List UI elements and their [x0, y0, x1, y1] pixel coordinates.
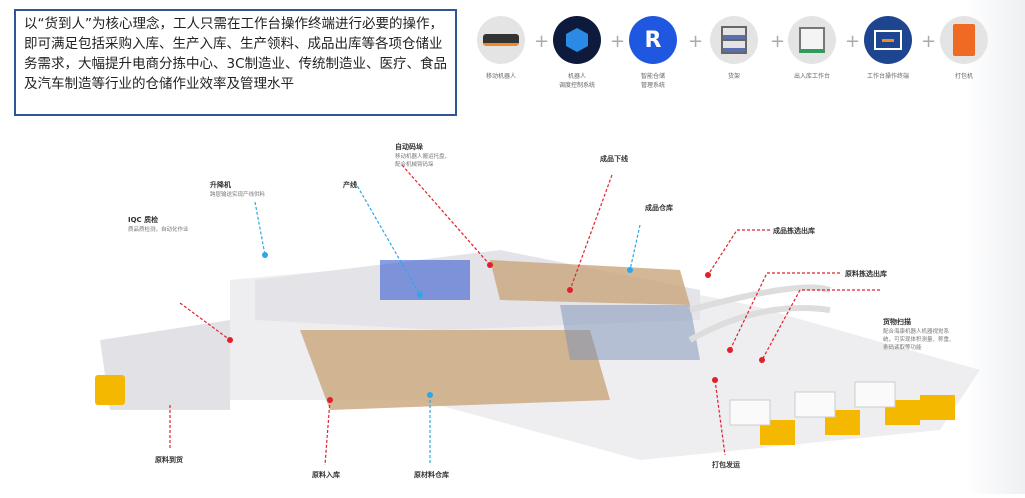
product-mobile-robot: 移动机器人	[474, 16, 528, 81]
callout-fin-down-title: 成品下线	[600, 155, 628, 163]
truck	[920, 395, 955, 420]
callout-lift-desc: 跨层输送实现产线供料	[210, 192, 266, 198]
sorting-area	[560, 305, 700, 360]
callout-dots	[227, 252, 765, 403]
conveyor	[688, 284, 831, 343]
callout-scan-title: 货物扫描	[883, 318, 911, 326]
finished-goods-racks	[490, 260, 690, 305]
product-packer: 打包机	[937, 16, 991, 81]
r-logo-icon: R	[629, 16, 677, 64]
warehouse-illustration: IQC 质检 质品质检测，自动化作业 升降机 跨层输送实现产线供料 产线 自动码…	[0, 130, 1025, 494]
plus-icon: +	[770, 31, 786, 52]
product-terminal: 工作台操作终端	[861, 16, 915, 81]
shelf-icon	[710, 16, 758, 64]
plus-icon: +	[845, 31, 861, 52]
truck	[95, 375, 125, 405]
workstation-icon	[788, 16, 836, 64]
shield-icon	[553, 16, 601, 64]
callout-scan-desc: 配合海康机器人机器视觉系 统，可实现体积测量、称重、 条码读取等功能	[883, 329, 955, 351]
product-workstation: 出入库工作台	[785, 16, 839, 81]
intro-text: 以“货到人”为核心理念，工人只需在工作台操作终端进行必要的操作，即可满足包括采购…	[14, 9, 457, 116]
callout-ship-title: 打包发运	[712, 461, 740, 469]
background-panel	[965, 0, 1025, 494]
production-line	[380, 260, 470, 300]
robot-icon	[477, 16, 525, 64]
truck-body	[729, 399, 771, 426]
callout-raw-in-title: 原料入库	[312, 471, 340, 479]
warehouse-diagram	[95, 164, 980, 466]
truck-body	[794, 391, 836, 418]
callout-fin-out-title: 成品拣选出库	[773, 227, 815, 235]
callout-lift-title: 升降机	[210, 181, 231, 189]
raw-material-racks	[300, 330, 610, 410]
device-icon	[940, 16, 988, 64]
plus-icon: +	[534, 31, 550, 52]
truck-body	[854, 381, 896, 408]
product-shelf: 货架	[707, 16, 761, 81]
plus-icon: +	[610, 31, 626, 52]
callout-lines	[169, 164, 880, 466]
plus-icon: +	[688, 31, 704, 52]
callout-raw-out-title: 原料拣选出库	[845, 270, 887, 278]
receiving-dock	[100, 320, 230, 410]
plus-icon: +	[921, 31, 937, 52]
callout-arrive-title: 原料到货	[155, 456, 183, 464]
callout-auto-title: 自动码垛	[395, 143, 423, 151]
callout-auto-desc: 移动机器人搬运托盘， 配合机械臂码垛	[395, 154, 451, 168]
monitor-icon	[864, 16, 912, 64]
callout-iqc-desc: 质品质检测，自动化作业	[128, 227, 189, 233]
callout-line-title: 产线	[343, 181, 357, 189]
callout-raw-wh-title: 原材料仓库	[414, 471, 449, 479]
callout-fin-wh-title: 成品仓库	[645, 204, 673, 212]
callout-iqc-title: IQC 质检	[128, 216, 159, 224]
product-rcs: 机器人 调度控制系统	[550, 16, 604, 90]
